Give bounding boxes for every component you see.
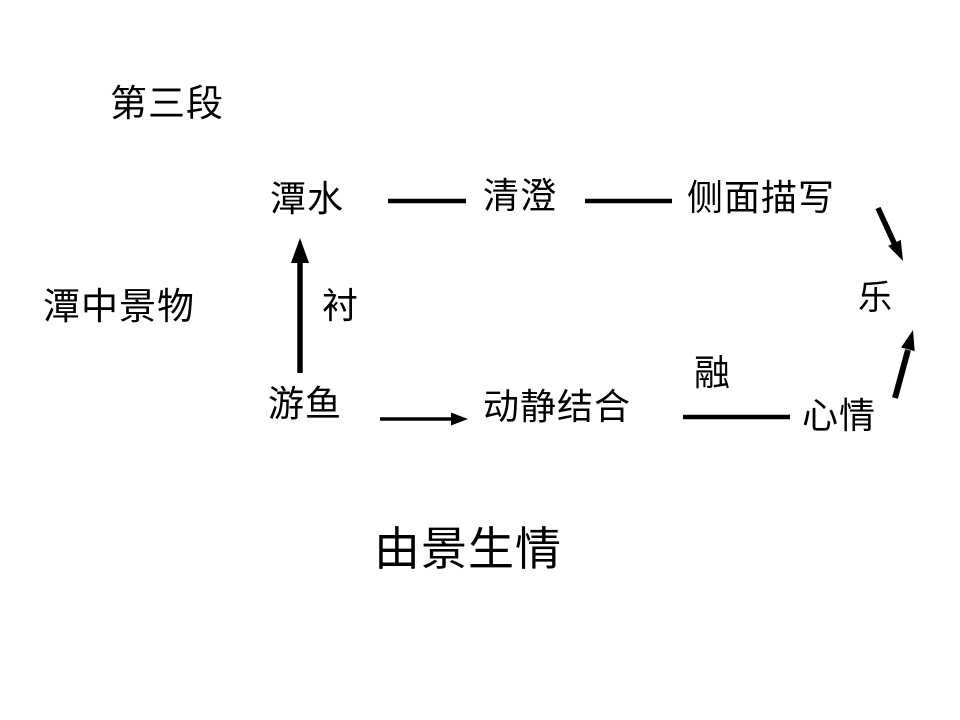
node-side-description: 侧面描写 [687,177,836,218]
node-pond-water: 潭水 [270,178,345,219]
node-motion-stillness: 动静结合 [483,386,632,427]
node-joy: 乐 [858,279,893,317]
label-pond-scenery: 潭中景物 [43,286,195,327]
node-mood: 心情 [802,395,877,436]
node-swimming-fish: 游鱼 [268,383,343,424]
footer-caption: 由景生情 [374,523,562,575]
arrow-fish-to-motionstillness [380,412,468,426]
section-title: 第三段 [110,83,224,124]
edge-label-merge: 融 [694,352,732,393]
arrow-sidedescription-to-joy [875,206,903,261]
edge-label-set-off: 衬 [322,285,360,326]
node-clear: 清澄 [483,175,558,216]
arrow-mood-to-joy [892,330,915,399]
arrow-fish-to-pondwater [291,238,309,373]
